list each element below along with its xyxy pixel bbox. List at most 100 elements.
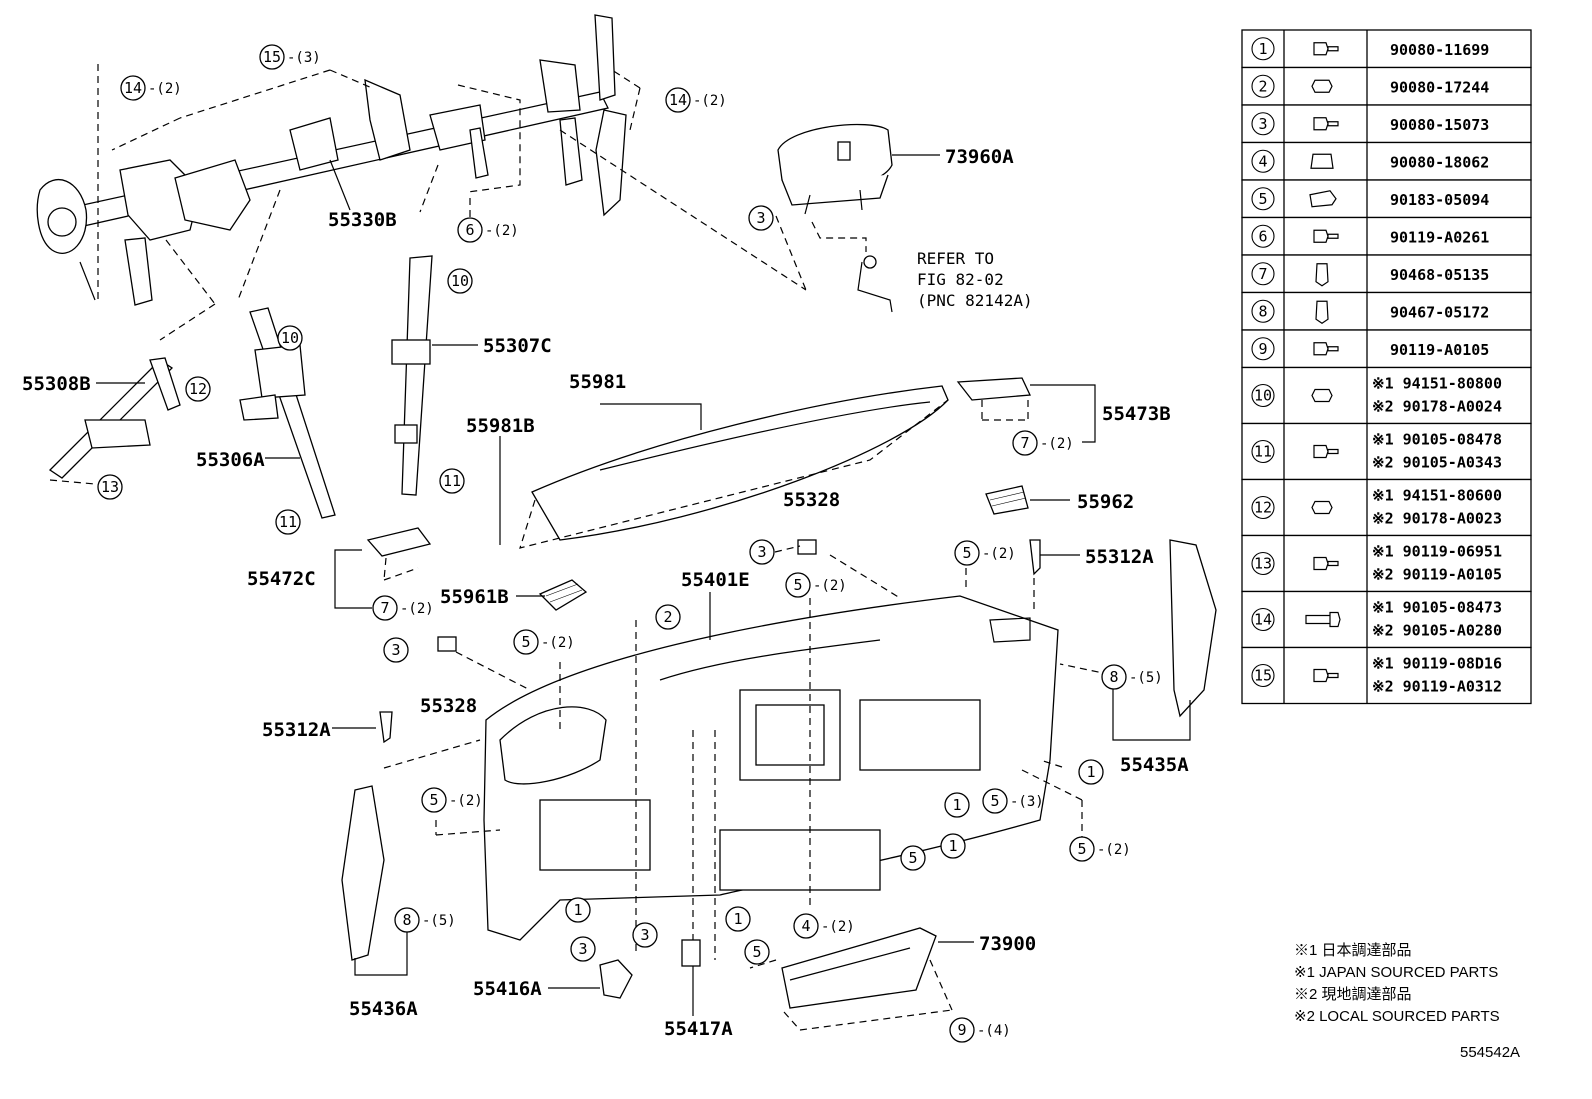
fastener-row: 12※1 94151-80600※2 90178-A0023 <box>1241 478 1532 537</box>
svg-text:5: 5 <box>521 633 530 651</box>
part-label-55473B: 55473B <box>1102 403 1171 425</box>
svg-text:15: 15 <box>263 48 281 66</box>
svg-text:7: 7 <box>380 599 389 617</box>
fastener-part-number: ※1 90119-06951 <box>1372 543 1502 561</box>
fastener-part-number: ※2 90105-A0280 <box>1372 622 1502 640</box>
part-label-55308B: 55308B <box>22 373 91 395</box>
part-label-55312A-right: 55312A <box>1085 546 1154 568</box>
bracket-55328-drawing <box>437 539 817 652</box>
callout: 1 <box>725 906 751 932</box>
nut-icon <box>1311 500 1333 515</box>
svg-text:-(2): -(2) <box>449 793 483 809</box>
callout: 6-(2) <box>457 217 519 243</box>
callout: 2 <box>655 604 681 630</box>
svg-text:8: 8 <box>402 911 411 929</box>
fastener-number: 4 <box>1258 152 1267 170</box>
callout: 1 <box>940 833 966 859</box>
bolt-icon <box>1313 42 1339 56</box>
bolt-icon <box>1313 229 1339 243</box>
callout: 1 <box>944 792 970 818</box>
fastener-number-badge <box>1251 37 1275 61</box>
part-label-55981B: 55981B <box>466 415 535 437</box>
svg-text:3: 3 <box>578 940 587 958</box>
svg-text:13: 13 <box>101 478 119 496</box>
fastener-number-badge <box>1251 149 1275 173</box>
spring-nut-icon <box>1309 190 1337 208</box>
bolt-icon <box>1313 342 1339 356</box>
svg-text:7: 7 <box>1020 434 1029 452</box>
fastener-part-number: 90468-05135 <box>1390 266 1489 284</box>
fastener-part-number: 90080-17244 <box>1390 78 1489 96</box>
svg-text:1: 1 <box>1086 763 1095 781</box>
part-label-73960A: 73960A <box>945 146 1014 168</box>
part-label-55401E: 55401E <box>681 569 750 591</box>
clip-55312a-drawing <box>379 539 1041 744</box>
fastener-part-number: ※2 90119-A0312 <box>1372 678 1502 696</box>
callout: 5 <box>744 939 770 965</box>
callout: 7-(2) <box>372 595 434 621</box>
part-label-55328-upper: 55328 <box>783 489 840 511</box>
glove-box-73900-drawing <box>781 927 937 1009</box>
fastener-number-badge <box>1251 663 1275 688</box>
svg-text:-(2): -(2) <box>982 546 1016 562</box>
callout: 10 <box>277 325 303 351</box>
dashed-assembly-lines <box>49 64 1123 1031</box>
svg-text:-(5): -(5) <box>422 913 456 929</box>
instrument-panel-reinforcement-drawing <box>36 14 627 306</box>
part-label-73900: 73900 <box>979 933 1036 955</box>
svg-text:5: 5 <box>990 792 999 810</box>
fastener-part-number: 90119-A0105 <box>1390 341 1489 359</box>
svg-text:5: 5 <box>908 849 917 867</box>
callout: 8-(5) <box>1101 664 1163 690</box>
svg-text:1: 1 <box>952 796 961 814</box>
bolt-icon <box>1313 444 1339 459</box>
nut-icon <box>1311 388 1333 403</box>
svg-text:-(2): -(2) <box>541 635 575 651</box>
svg-text:3: 3 <box>756 209 765 227</box>
callout: 3 <box>383 637 409 663</box>
callout: 10 <box>447 268 473 294</box>
footnote-2-jp: ※2 現地調達部品 <box>1294 986 1412 1003</box>
footnote-1-jp: ※1 日本調達部品 <box>1294 942 1412 959</box>
instrument-panel-55401e-drawing <box>483 595 1059 941</box>
illustration-number: 554542A <box>1460 1044 1520 1061</box>
leader-lines <box>96 154 1191 1016</box>
brace-55308b-drawing <box>48 357 181 479</box>
part-label-55981: 55981 <box>569 371 626 393</box>
fastener-part-number: 90467-05172 <box>1390 303 1489 321</box>
callout: 1 <box>1078 759 1104 785</box>
fastener-row: 13※1 90119-06951※2 90119-A0105 <box>1241 534 1532 593</box>
fastener-part-number: ※1 90105-08478 <box>1372 431 1502 449</box>
fastener-number: 15 <box>1254 667 1272 685</box>
fastener-number: 5 <box>1258 190 1267 208</box>
fastener-part-number: ※1 94151-80600 <box>1372 487 1502 505</box>
fastener-number-badge <box>1251 74 1275 98</box>
callout: 7-(2) <box>1012 430 1074 456</box>
svg-text:4: 4 <box>801 917 810 935</box>
fastener-number: 9 <box>1258 340 1267 358</box>
fastener-number-badge <box>1251 383 1275 408</box>
callout: 9-(4) <box>949 1017 1011 1043</box>
fastener-number: 8 <box>1258 302 1267 320</box>
wire-harness-bracket-drawing <box>857 255 893 313</box>
fastener-number-badge <box>1251 262 1275 286</box>
svg-text:14: 14 <box>124 79 142 97</box>
callout: 5-(2) <box>954 540 1016 566</box>
svg-text:1: 1 <box>733 910 742 928</box>
side-cover-55435a-drawing <box>1169 539 1217 718</box>
svg-text:-(5): -(5) <box>1129 670 1163 686</box>
clip-nut-icon <box>1310 153 1334 169</box>
side-cover-55436a-drawing <box>341 785 385 961</box>
footnote-1-en: ※1 JAPAN SOURCED PARTS <box>1294 964 1498 981</box>
part-label-55306A: 55306A <box>196 449 265 471</box>
bolt-icon <box>1313 668 1339 683</box>
fastener-number-badge <box>1251 607 1275 632</box>
fastener-row: 9 90119-A0105 <box>1241 329 1532 369</box>
refer-to-note: REFER TO FIG 82-02 (PNC 82142A) <box>917 249 1033 310</box>
